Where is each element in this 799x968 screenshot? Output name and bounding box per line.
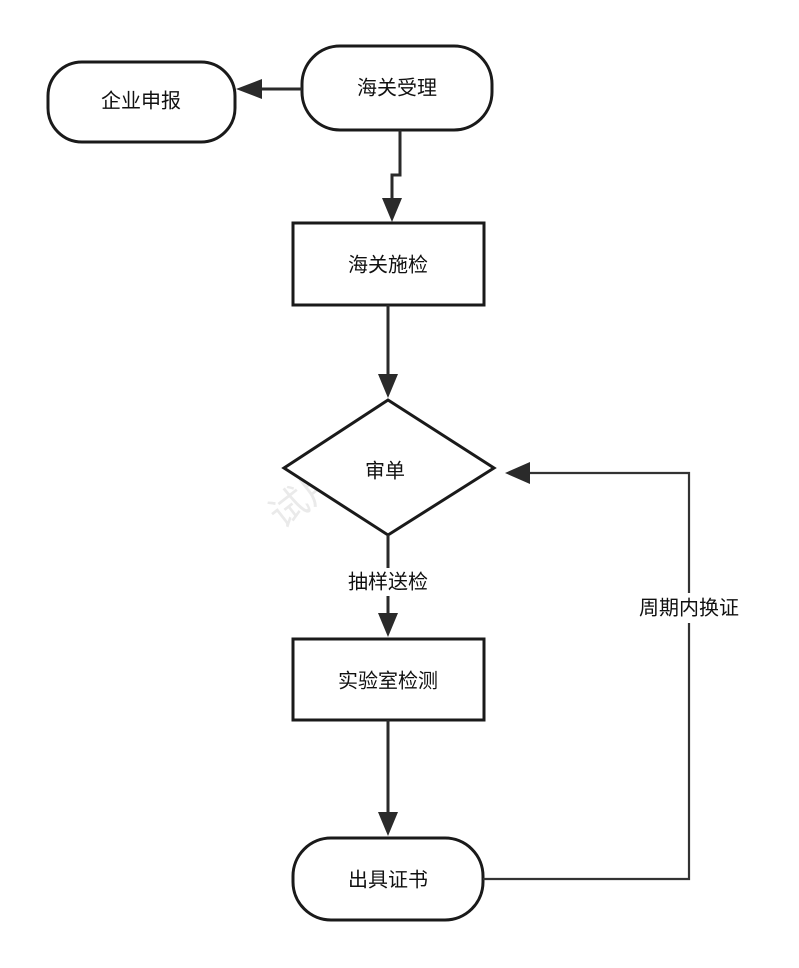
node-customs-accept-label: 海关受理: [357, 76, 437, 100]
arrowhead: [378, 812, 398, 836]
arrowhead: [378, 613, 398, 637]
edge-review-to-lab: 抽样送检: [334, 535, 442, 637]
node-enterprise-declare-label: 企业申报: [101, 89, 181, 113]
node-customs-inspect[interactable]: 海关施检: [291, 221, 486, 307]
node-lab-test[interactable]: 实验室检测: [291, 637, 486, 722]
node-review-label: 审单: [365, 459, 405, 483]
node-customs-inspect-label: 海关施检: [348, 253, 428, 277]
edge-accept-to-inspect: [382, 130, 402, 222]
arrowhead: [505, 462, 530, 484]
edge-accept-to-declare: [236, 79, 302, 99]
edge-label-renewal: 周期内换证: [639, 596, 739, 620]
arrowhead: [236, 79, 262, 99]
node-issue-certificate-label: 出具证书: [348, 868, 428, 892]
arrowhead: [378, 374, 398, 398]
edge-certificate-to-review: 周期内换证: [483, 462, 755, 881]
edge-inspect-to-review: [378, 305, 398, 398]
edge-lab-to-certificate: [378, 720, 398, 836]
node-enterprise-declare[interactable]: 企业申报: [46, 60, 237, 144]
arrowhead: [382, 198, 402, 222]
node-customs-accept[interactable]: 海关受理: [300, 44, 494, 132]
edge-label-background: [334, 568, 442, 596]
node-lab-test-label: 实验室检测: [338, 669, 438, 693]
edge-label-background: [623, 593, 755, 623]
node-issue-certificate[interactable]: 出具证书: [291, 836, 485, 922]
edge-label-sampling: 抽样送检: [348, 570, 428, 594]
